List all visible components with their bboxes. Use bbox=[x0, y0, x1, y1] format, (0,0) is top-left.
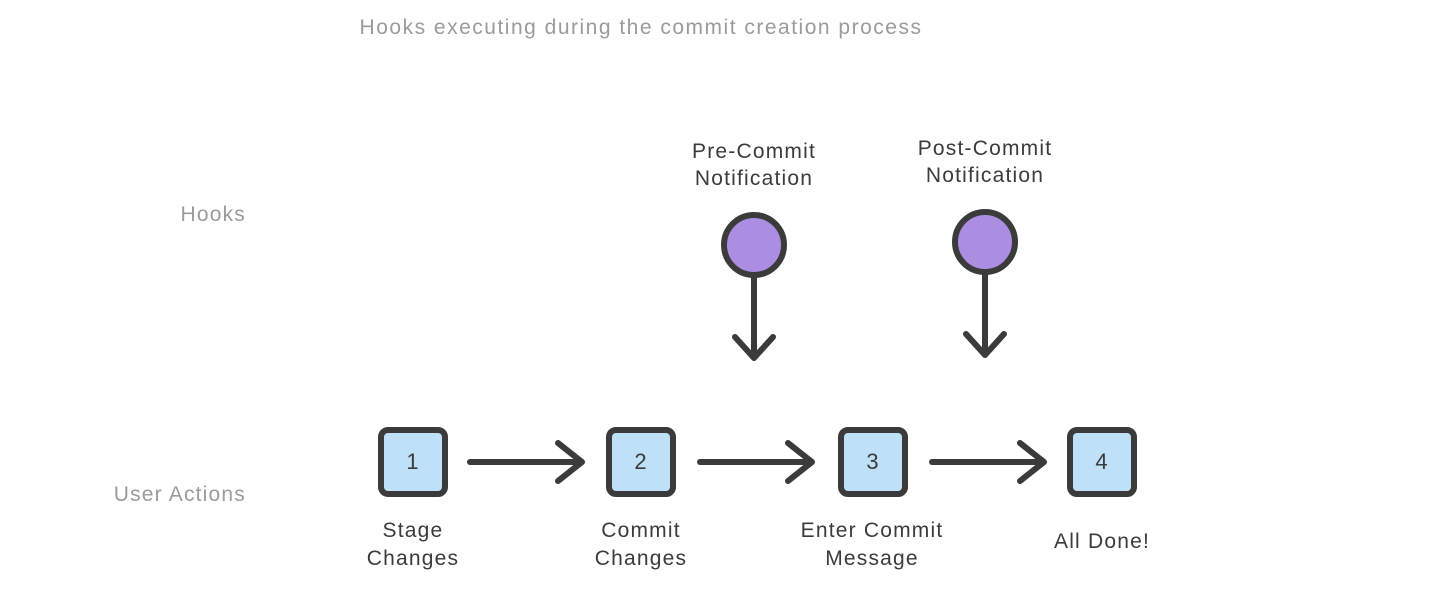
lane-label-user-actions: User Actions bbox=[113, 483, 246, 506]
step-label-enter-commit-message: Enter Commit Message bbox=[800, 519, 944, 570]
hook-circle-icon bbox=[721, 212, 787, 278]
step-box-4: 4 bbox=[1067, 427, 1137, 497]
diagram-title: Hooks executing during the commit creati… bbox=[359, 16, 923, 39]
arrow-head-icon bbox=[785, 440, 815, 484]
step-label-all-done: All Done! bbox=[1053, 530, 1150, 553]
step-box-1: 1 bbox=[378, 427, 448, 497]
hook-label-post-commit: Post-Commit Notification bbox=[917, 137, 1053, 187]
hook-circle-icon bbox=[952, 209, 1018, 275]
step-number: 2 bbox=[634, 449, 648, 474]
step-number: 4 bbox=[1095, 449, 1109, 474]
step-box-2: 2 bbox=[606, 427, 676, 497]
step-number: 3 bbox=[866, 449, 880, 474]
arrow-head-icon bbox=[555, 440, 585, 484]
step-number: 1 bbox=[406, 449, 420, 474]
arrow-step1-to-step2 bbox=[467, 440, 585, 484]
step-label-stage-changes: Stage Changes bbox=[366, 519, 460, 570]
hook-down-arrow-head-icon bbox=[963, 331, 1007, 358]
lane-label-hooks: Hooks bbox=[180, 203, 246, 226]
step-box-3: 3 bbox=[838, 427, 908, 497]
arrow-head-icon bbox=[1017, 440, 1047, 484]
arrow-step2-to-step3 bbox=[697, 440, 815, 484]
pre-commit-hook-marker bbox=[721, 212, 787, 361]
hook-label-pre-commit: Pre-Commit Notification bbox=[691, 140, 816, 190]
arrow-step3-to-step4 bbox=[929, 440, 1047, 484]
step-label-commit-changes: Commit Changes bbox=[594, 519, 688, 570]
post-commit-hook-marker bbox=[952, 209, 1018, 358]
hook-down-arrow-head-icon bbox=[732, 334, 776, 361]
